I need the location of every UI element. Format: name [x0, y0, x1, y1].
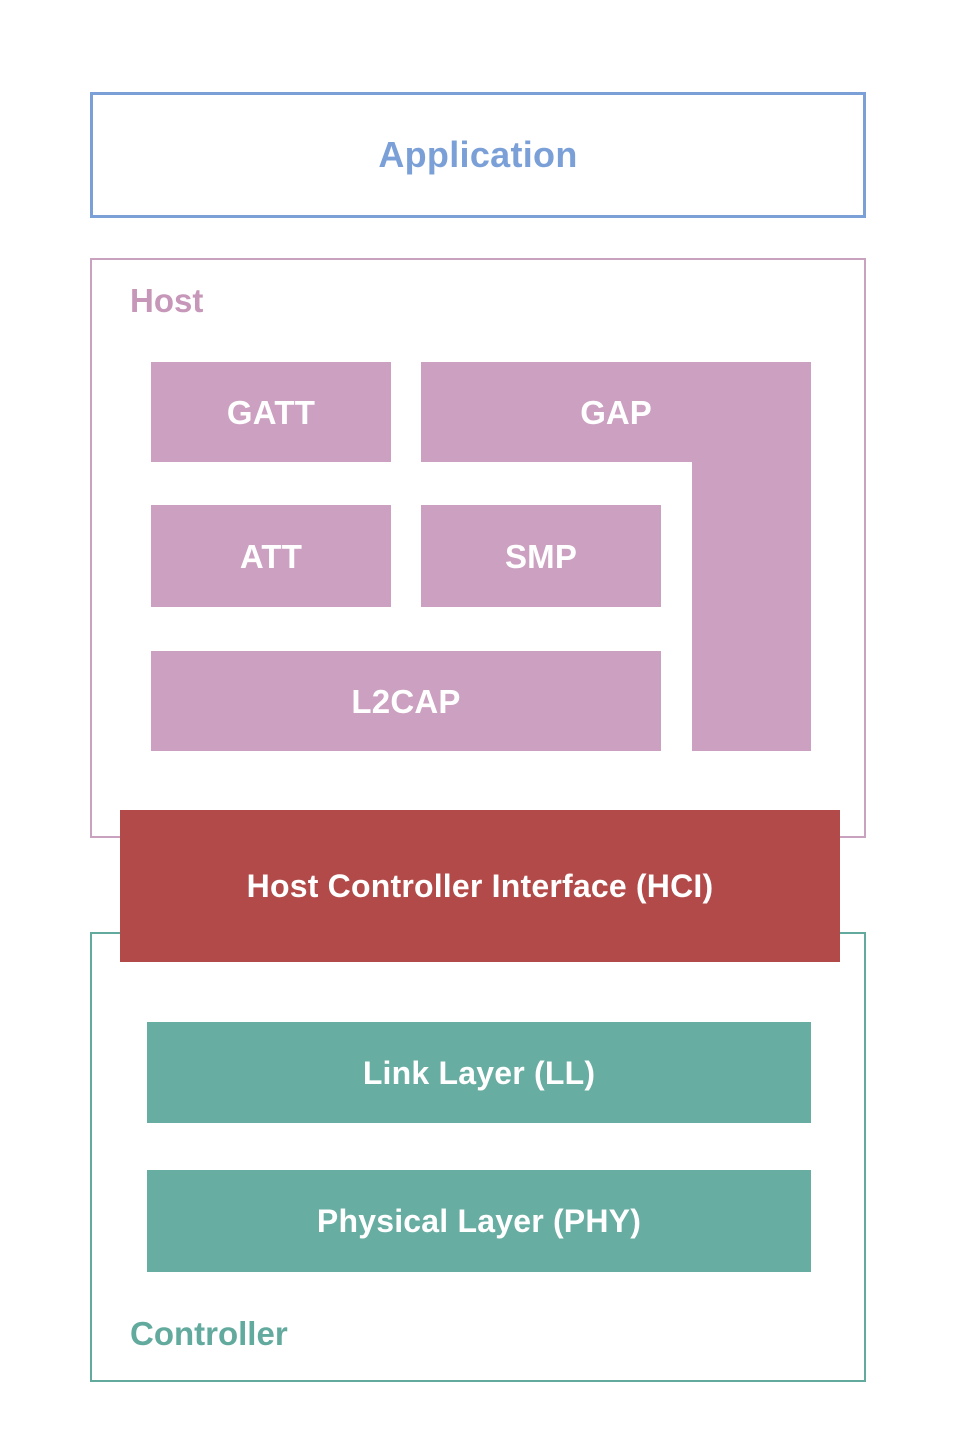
controller-layer-label: Controller	[130, 1315, 288, 1352]
host-block-gap-column	[692, 462, 811, 751]
controller-block-link-layer: Link Layer (LL)	[147, 1022, 811, 1123]
host-block-smp: SMP	[421, 505, 661, 607]
host-block-gap: GAP	[421, 362, 811, 751]
host-layer-label: Host	[130, 282, 204, 319]
hci-block: Host Controller Interface (HCI)	[120, 810, 840, 962]
host-block-gap-bar: GAP	[421, 362, 811, 462]
controller-block-physical-layer: Physical Layer (PHY)	[147, 1170, 811, 1272]
application-layer-label: Application	[378, 134, 578, 175]
host-block-l2cap: L2CAP	[151, 651, 661, 751]
host-block-gatt: GATT	[151, 362, 391, 462]
host-block-att: ATT	[151, 505, 391, 607]
application-layer-box	[90, 92, 866, 218]
